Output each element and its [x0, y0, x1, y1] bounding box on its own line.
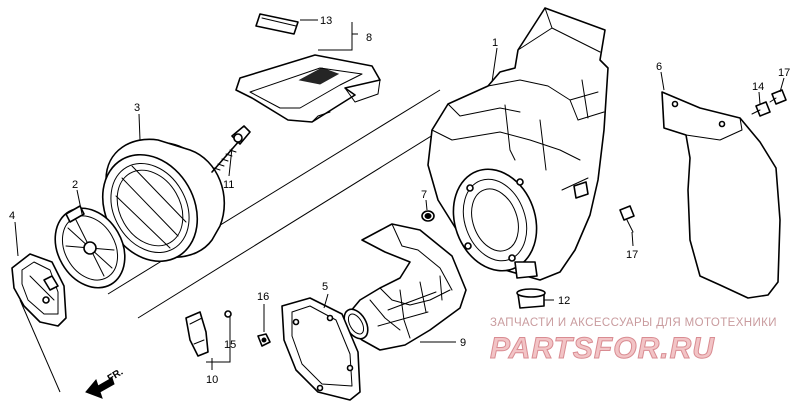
label-6: 6: [656, 61, 662, 73]
frame-line-left: [19, 299, 61, 393]
leader-lines: [14, 19, 785, 370]
callout-labels: 13 8 1 3 2 4 11 7 6 14 17 17 12 5 9 16 1…: [9, 15, 790, 386]
frame-line-mid: [137, 111, 471, 319]
label-1: 1: [492, 37, 498, 49]
filter-element: [101, 138, 226, 263]
label-17-right: 17: [778, 67, 790, 79]
watermark-logo: PARTSFOR.RU: [490, 332, 715, 365]
air-box-housing: [427, 7, 609, 281]
gasket-plate: [281, 297, 361, 401]
clamp-10: [185, 310, 232, 357]
label-12: 12: [558, 295, 570, 307]
watermark-tagline: ЗАПЧАСТИ И АКСЕССУАРЫ ДЛЯ МОТОТЕХНИКИ: [490, 317, 777, 329]
label-8: 8: [366, 32, 372, 44]
bolt-17-right: [769, 89, 787, 105]
label-11: 11: [223, 179, 234, 191]
label-5: 5: [322, 281, 328, 293]
intake-tube: [343, 223, 467, 351]
bolt-17-lower: [619, 205, 635, 233]
label-2: 2: [72, 179, 78, 191]
screw-11: [211, 125, 251, 173]
label-13: 13: [320, 15, 332, 27]
label-10: 10: [206, 374, 218, 386]
label-14: 14: [752, 81, 764, 93]
front-direction-arrow: FR.: [85, 367, 125, 399]
small-pad: [255, 13, 299, 35]
label-9: 9: [460, 337, 466, 349]
label-7: 7: [421, 189, 427, 201]
label-15: 15: [224, 339, 236, 351]
nut-16: [257, 333, 271, 347]
upper-cover-plate: [235, 54, 381, 123]
label-3: 3: [134, 102, 140, 114]
mud-guard: [661, 91, 781, 299]
label-4: 4: [9, 210, 15, 222]
side-plate: [11, 253, 67, 327]
watermark: ЗАПЧАСТИ И АКСЕССУАРЫ ДЛЯ МОТОТЕХНИКИ PA…: [490, 317, 777, 366]
grommet-7: [421, 210, 435, 222]
label-17-lower: 17: [626, 249, 638, 261]
bolt-14: [751, 101, 771, 117]
filter-holder: [54, 205, 126, 289]
label-16: 16: [257, 291, 269, 303]
drain-cap-12: [516, 288, 546, 309]
